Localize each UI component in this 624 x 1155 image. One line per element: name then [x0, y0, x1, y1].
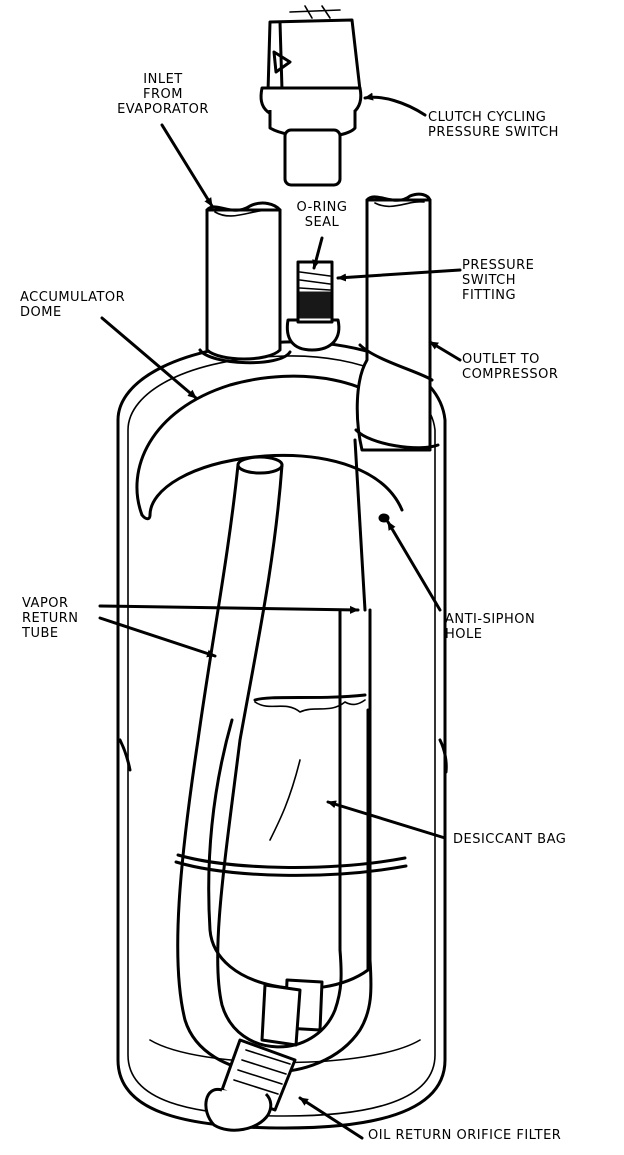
label-accumulator-dome: ACCUMULATOR DOME	[20, 290, 126, 320]
label-outlet: OUTLET TO COMPRESSOR	[462, 352, 559, 382]
label-inlet: INLET FROM EVAPORATOR	[117, 72, 209, 117]
label-o-ring: O-RING SEAL	[296, 200, 348, 230]
outlet-pipe	[354, 192, 440, 452]
desiccant-bag	[174, 693, 408, 991]
label-pressure-fitting: PRESSURE SWITCH FITTING	[462, 258, 535, 303]
pressure-switch-fitting	[285, 260, 341, 352]
label-anti-siphon: ANTI-SIPHON HOLE	[445, 612, 536, 642]
anti-siphon-hole	[378, 513, 390, 523]
clutch-cycling-switch	[259, 5, 363, 187]
label-desiccant: DESICCANT BAG	[453, 832, 567, 847]
label-oil-filter: OIL RETURN ORIFICE FILTER	[368, 1128, 562, 1143]
label-clutch-switch: CLUTCH CYCLING PRESSURE SWITCH	[428, 110, 559, 140]
leader-lines	[98, 92, 462, 1140]
oil-return-filter	[204, 978, 324, 1132]
label-vapor-return: VAPOR RETURN TUBE	[22, 596, 79, 641]
inlet-pipe	[198, 201, 292, 365]
vapor-return-tube	[176, 438, 373, 1074]
